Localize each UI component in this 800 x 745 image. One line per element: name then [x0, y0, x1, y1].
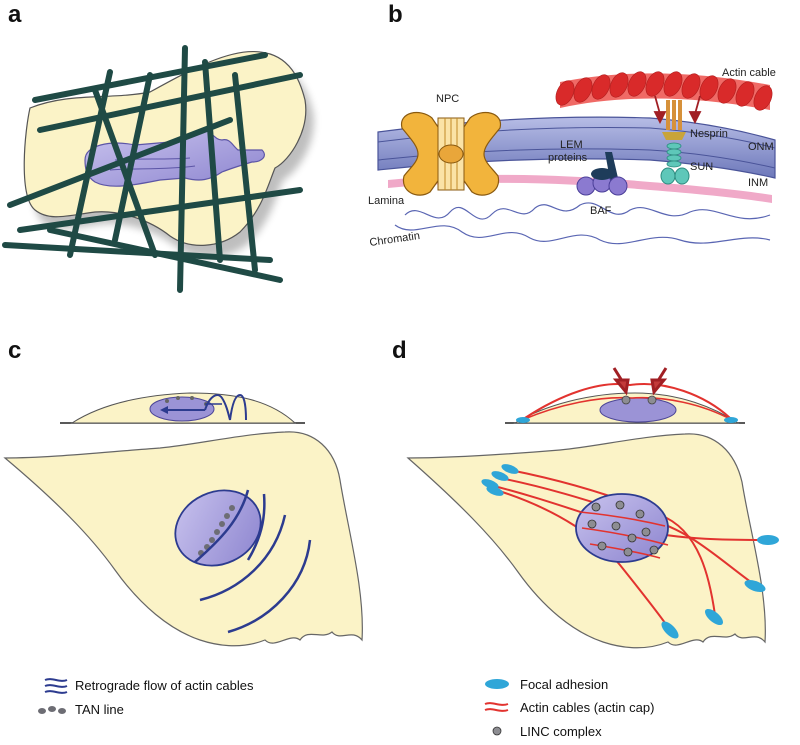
label-chromatin: Chromatin — [369, 230, 421, 249]
chromatin-strand — [394, 224, 771, 245]
side-view-d — [505, 367, 745, 424]
label-actin-cable: Actin cable — [722, 67, 776, 79]
panel-b: b — [368, 1, 776, 249]
side-view-c — [60, 392, 305, 424]
panel-c: c — [3, 337, 363, 647]
panel-letter-c: c — [8, 337, 21, 364]
legend-focal-label: Focal adhesion — [520, 677, 608, 692]
label-lem: LEM — [560, 139, 583, 151]
fiber — [17, 187, 303, 233]
actin-cap-legend-icon — [484, 702, 509, 712]
fiber — [2, 242, 273, 263]
npc-complex — [401, 111, 501, 196]
label-onm: ONM — [748, 141, 774, 153]
label-sun: SUN — [690, 161, 713, 173]
retrograde-arcs — [194, 489, 312, 634]
panel-letter-b: b — [388, 1, 403, 28]
panel-a: a — [2, 1, 314, 293]
fiber — [112, 72, 153, 243]
panel-letter-d: d — [392, 337, 407, 364]
force-arrows — [653, 95, 702, 125]
label-lamina: Lamina — [368, 195, 405, 207]
lem-baf-complex — [576, 152, 628, 196]
legend-linc-label: LINC complex — [520, 724, 602, 739]
linc-complex — [660, 100, 690, 185]
fiber — [47, 227, 283, 283]
panel-d: d — [392, 337, 779, 649]
label-inm: INM — [748, 177, 768, 189]
label-npc: NPC — [436, 93, 459, 105]
focal-adhesion-legend-icon — [485, 679, 509, 689]
chromatin-strand — [404, 202, 771, 220]
legend-retrograde-label: Retrograde flow of actin cables — [75, 678, 254, 693]
linc-dots — [587, 500, 659, 557]
focal-adhesions — [481, 464, 779, 639]
actin-cable — [555, 71, 773, 111]
legend-right: Focal adhesion Actin cables (actin cap) … — [484, 677, 654, 739]
label-nesprin: Nesprin — [690, 128, 728, 140]
linc-legend-icon — [492, 726, 502, 736]
legend-left: Retrograde flow of actin cables TAN line — [38, 678, 254, 717]
fiber — [67, 69, 113, 258]
legend-tan-label: TAN line — [75, 702, 124, 717]
nucleus-fold — [109, 165, 196, 171]
fiber — [202, 59, 223, 263]
fiber — [177, 45, 188, 293]
matrix-fibers — [2, 45, 303, 293]
fiber — [37, 72, 303, 133]
fiber — [232, 72, 258, 273]
tan-line-legend-icon — [38, 706, 66, 714]
panel-letter-a: a — [8, 1, 22, 28]
retrograde-legend-icon — [44, 678, 68, 694]
label-baf: BAF — [590, 205, 612, 217]
fiber — [92, 87, 158, 258]
legend-actin-label: Actin cables (actin cap) — [520, 700, 654, 715]
label-proteins: proteins — [548, 152, 588, 164]
